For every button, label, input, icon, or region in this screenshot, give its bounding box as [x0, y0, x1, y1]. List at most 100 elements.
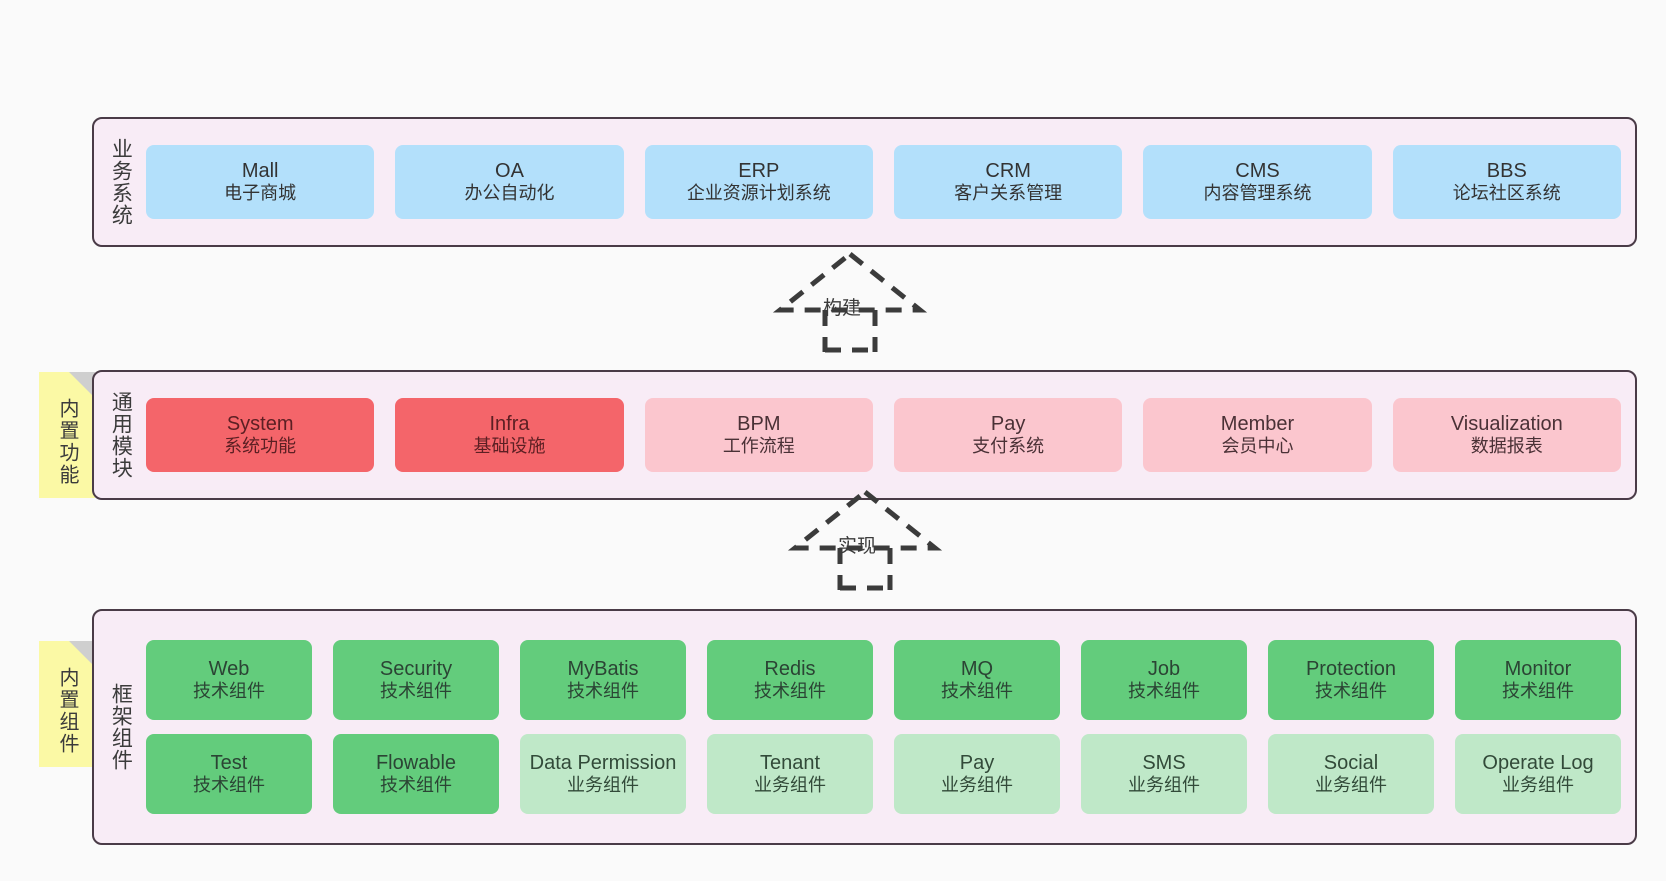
box-security-en: Security: [379, 657, 453, 680]
note-builtin-function-label: 内置功能: [56, 398, 78, 486]
box-test-en: Test: [210, 751, 248, 774]
layer-body-framework: Web 技术组件 Security 技术组件 MyBatis 技术组件 Redi…: [146, 611, 1635, 843]
box-infra[interactable]: Infra 基础设施: [395, 398, 624, 472]
layer-common-module[interactable]: 通用模块 System 系统功能 Infra 基础设施 BPM 工作流程 Pay…: [92, 370, 1637, 500]
box-flowable-en: Flowable: [375, 751, 457, 774]
box-pay-component[interactable]: Pay 业务组件: [894, 734, 1060, 814]
box-web-cn: 技术组件: [193, 681, 265, 702]
box-bpm-cn: 工作流程: [722, 436, 795, 457]
box-monitor-en: Monitor: [1504, 657, 1572, 680]
box-visualization[interactable]: Visualization 数据报表: [1392, 398, 1621, 472]
box-cms-en: CMS: [1235, 159, 1280, 182]
box-mall-cn: 电子商城: [224, 183, 297, 204]
box-bbs[interactable]: BBS 论坛社区系统: [1392, 145, 1621, 219]
box-visualization-cn: 数据报表: [1470, 436, 1543, 457]
box-data-permission-en: Data Permission: [529, 752, 677, 775]
box-job-cn: 技术组件: [1128, 681, 1200, 702]
box-mq-cn: 技术组件: [941, 681, 1013, 702]
box-erp-cn: 企业资源计划系统: [686, 183, 831, 204]
arrow-build: 构建: [765, 250, 935, 353]
box-erp[interactable]: ERP 企业资源计划系统: [644, 145, 873, 219]
box-redis-en: Redis: [764, 657, 816, 680]
note-builtin-function[interactable]: 内置功能: [39, 372, 95, 498]
box-tenant[interactable]: Tenant 业务组件: [707, 734, 873, 814]
box-crm[interactable]: CRM 客户关系管理: [893, 145, 1123, 219]
box-operate-log-cn: 业务组件: [1502, 775, 1574, 796]
arrow-implement-head: [787, 488, 943, 551]
box-redis-cn: 技术组件: [754, 681, 826, 702]
layer-body-business: Mall 电子商城 OA 办公自动化 ERP 企业资源计划系统 CRM 客户关系…: [146, 119, 1635, 245]
layer-business-system[interactable]: 业务系统 Mall 电子商城 OA 办公自动化 ERP 企业资源计划系统 CRM…: [92, 117, 1637, 247]
box-bpm[interactable]: BPM 工作流程: [644, 398, 873, 472]
framework-row-1: Web 技术组件 Security 技术组件 MyBatis 技术组件 Redi…: [146, 640, 1621, 720]
box-infra-en: Infra: [489, 412, 530, 435]
box-flowable[interactable]: Flowable 技术组件: [333, 734, 499, 814]
box-mall-en: Mall: [241, 159, 279, 182]
box-sms-cn: 业务组件: [1128, 775, 1200, 796]
box-mall[interactable]: Mall 电子商城: [146, 145, 375, 219]
box-bbs-en: BBS: [1486, 159, 1527, 182]
box-cms-cn: 内容管理系统: [1203, 183, 1312, 204]
box-tenant-cn: 业务组件: [754, 775, 826, 796]
box-protection-cn: 技术组件: [1315, 681, 1387, 702]
box-cms[interactable]: CMS 内容管理系统: [1143, 145, 1372, 219]
box-social-en: Social: [1323, 751, 1379, 774]
layer-title-framework: 框架组件: [109, 683, 133, 771]
box-social[interactable]: Social 业务组件: [1268, 734, 1434, 814]
arrow-build-shaft: [822, 310, 878, 353]
box-data-permission[interactable]: Data Permission 业务组件: [520, 734, 686, 814]
box-erp-en: ERP: [738, 159, 780, 182]
box-oa[interactable]: OA 办公自动化: [395, 145, 624, 219]
box-bbs-cn: 论坛社区系统: [1452, 183, 1561, 204]
box-security[interactable]: Security 技术组件: [333, 640, 499, 720]
business-row: Mall 电子商城 OA 办公自动化 ERP 企业资源计划系统 CRM 客户关系…: [146, 145, 1621, 219]
box-pay-common-en: Pay: [990, 412, 1026, 435]
box-redis[interactable]: Redis 技术组件: [707, 640, 873, 720]
arrow-build-head: [772, 250, 928, 313]
box-data-permission-cn: 业务组件: [567, 775, 639, 796]
arrow-build-label: 构建: [823, 298, 862, 319]
box-oa-en: OA: [495, 159, 524, 182]
box-system-en: System: [226, 412, 294, 435]
box-flowable-cn: 技术组件: [380, 775, 452, 796]
box-web[interactable]: Web 技术组件: [146, 640, 312, 720]
box-social-cn: 业务组件: [1315, 775, 1387, 796]
box-monitor[interactable]: Monitor 技术组件: [1455, 640, 1621, 720]
note-builtin-component[interactable]: 内置组件: [39, 641, 95, 767]
layer-title-common: 通用模块: [109, 391, 133, 479]
box-job[interactable]: Job 技术组件: [1081, 640, 1247, 720]
box-security-cn: 技术组件: [380, 681, 452, 702]
box-mq[interactable]: MQ 技术组件: [894, 640, 1060, 720]
layer-title-business: 业务系统: [109, 138, 133, 226]
box-pay-component-cn: 业务组件: [941, 775, 1013, 796]
box-sms[interactable]: SMS 业务组件: [1081, 734, 1247, 814]
box-crm-en: CRM: [985, 159, 1031, 182]
box-protection[interactable]: Protection 技术组件: [1268, 640, 1434, 720]
box-pay-common-cn: 支付系统: [972, 436, 1045, 457]
box-mybatis-cn: 技术组件: [567, 681, 639, 702]
box-visualization-en: Visualization: [1450, 412, 1563, 435]
box-operate-log[interactable]: Operate Log 业务组件: [1455, 734, 1621, 814]
box-sms-en: SMS: [1142, 751, 1186, 774]
arrow-implement-shaft: [837, 548, 893, 591]
arrow-implement: 实现: [780, 488, 950, 591]
layer-framework-component[interactable]: 框架组件 Web 技术组件 Security 技术组件 MyBatis 技术组件…: [92, 609, 1637, 845]
box-pay-component-en: Pay: [959, 751, 995, 774]
box-mybatis[interactable]: MyBatis 技术组件: [520, 640, 686, 720]
box-system[interactable]: System 系统功能: [146, 398, 375, 472]
box-web-en: Web: [208, 657, 250, 680]
box-member[interactable]: Member 会员中心: [1143, 398, 1372, 472]
box-test-cn: 技术组件: [193, 775, 265, 796]
box-oa-cn: 办公自动化: [464, 183, 555, 204]
box-test[interactable]: Test 技术组件: [146, 734, 312, 814]
note-builtin-component-label: 内置组件: [56, 667, 78, 755]
box-mq-en: MQ: [960, 657, 994, 680]
box-mybatis-en: MyBatis: [567, 657, 639, 680]
box-member-cn: 会员中心: [1221, 436, 1294, 457]
box-bpm-en: BPM: [737, 412, 781, 435]
box-pay-common[interactable]: Pay 支付系统: [893, 398, 1123, 472]
arrow-implement-label: 实现: [838, 536, 877, 557]
box-operate-log-en: Operate Log: [1482, 751, 1594, 774]
box-monitor-cn: 技术组件: [1502, 681, 1574, 702]
